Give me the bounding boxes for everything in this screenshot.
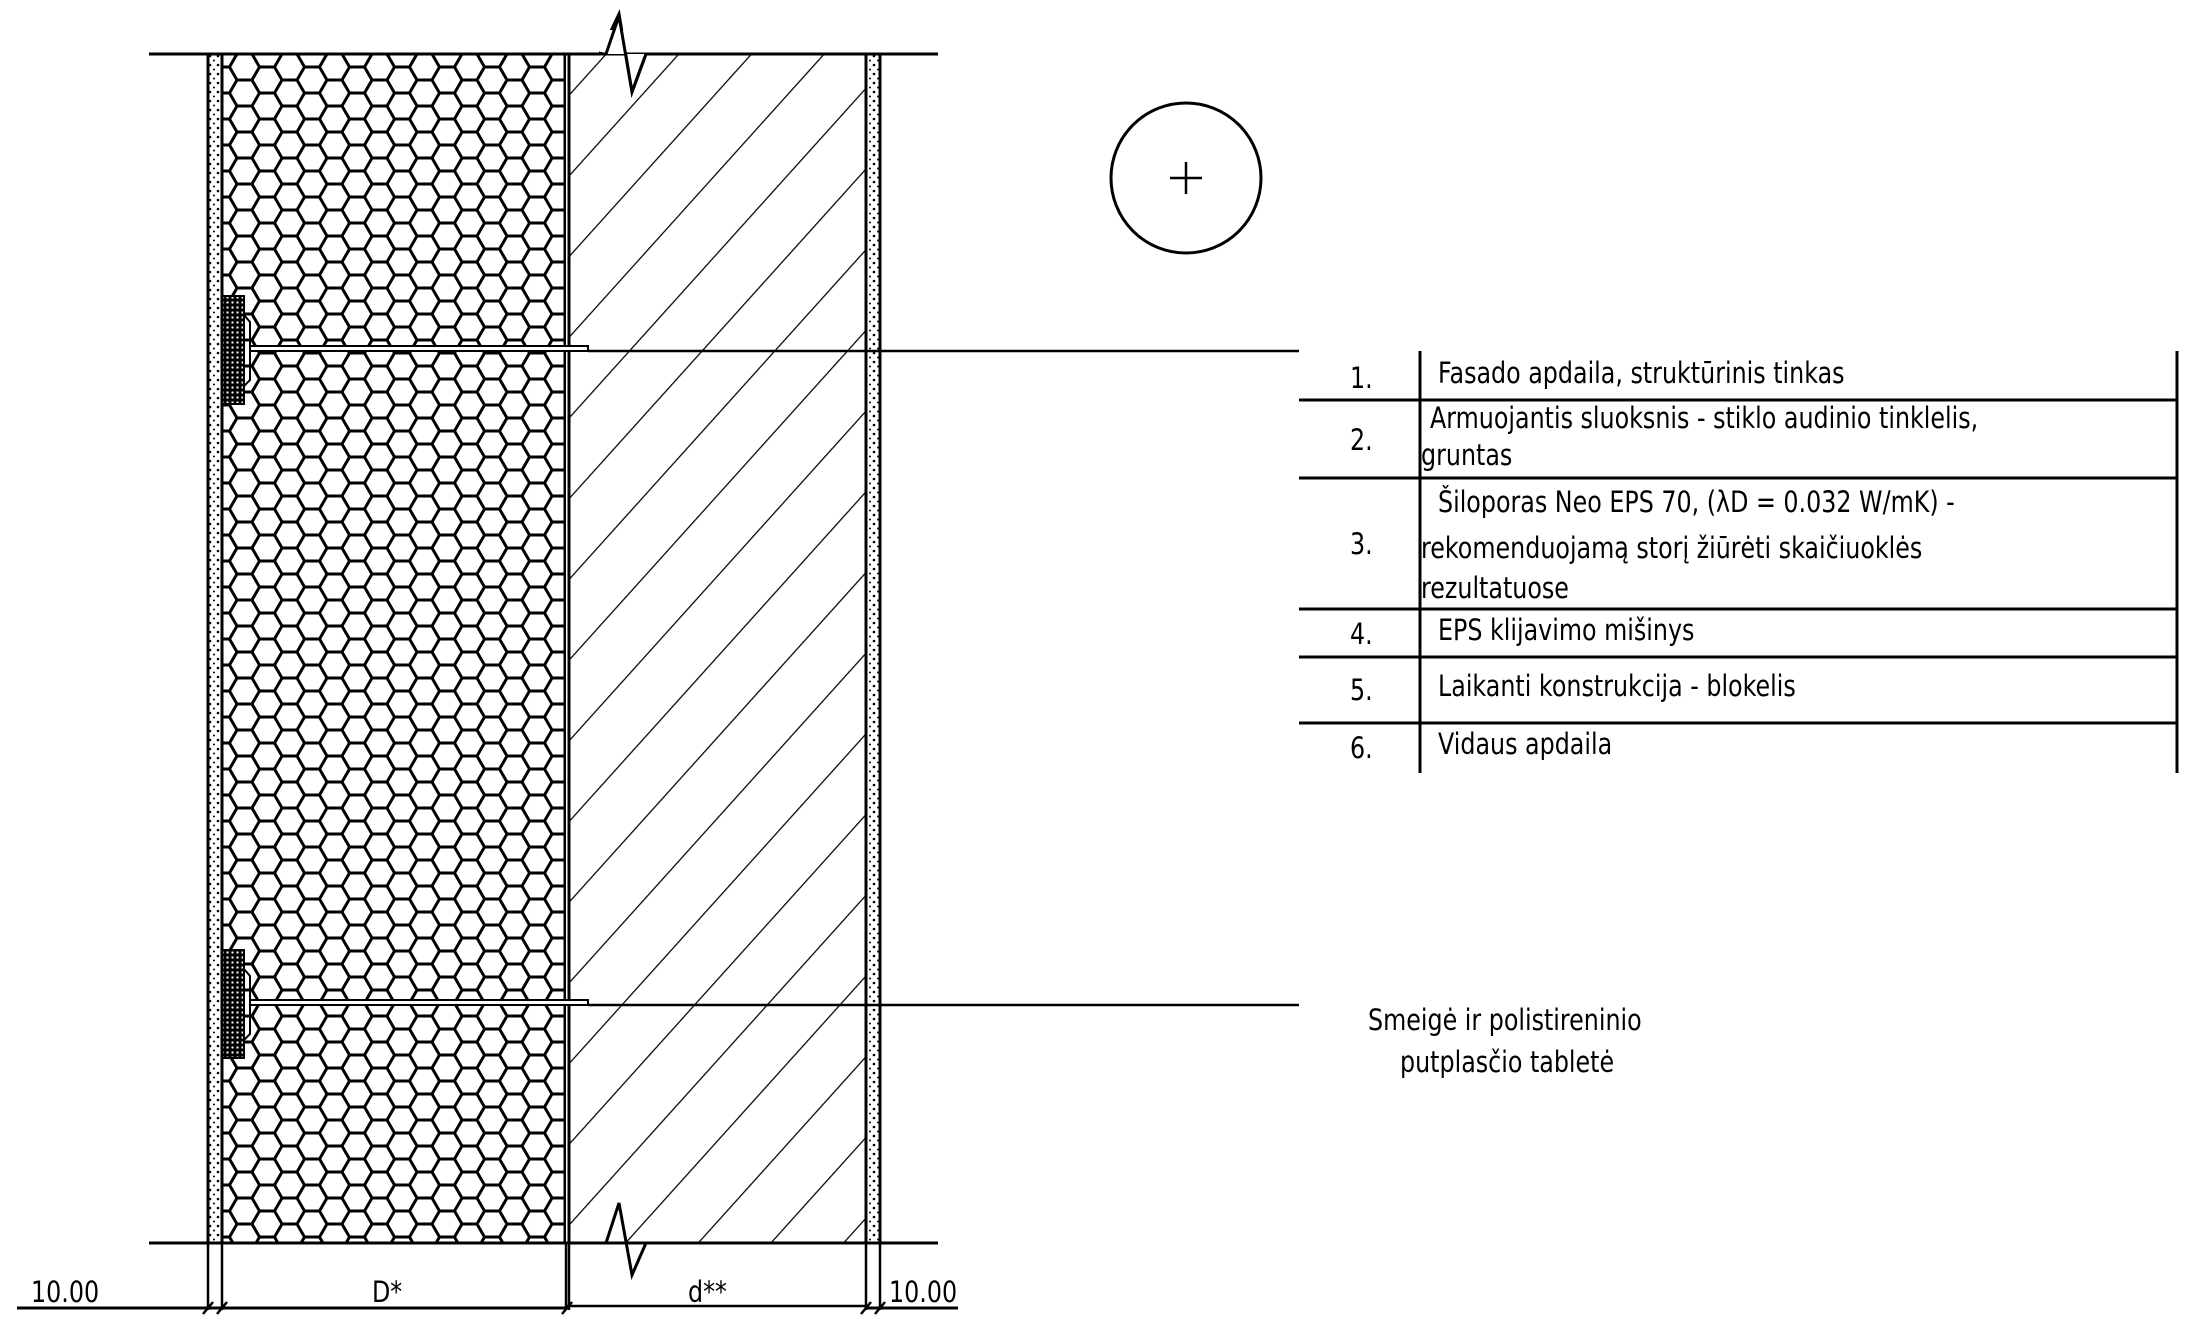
legend-num-3: 3. [1350,527,1373,561]
legend-text-3a: Šiloporas Neo EPS 70, (λD = 0.032 W/mK) … [1438,485,1955,519]
interior-finish-layer [864,52,882,1245]
break-line-bottom [149,1202,938,1286]
legend-text-3c: rezultatuose [1421,571,1569,605]
anchor-note-line-1: Smeigė ir polistireninio [1368,1003,1642,1037]
legend-text-2a: Armuojantis sluoksnis - stiklo audinio t… [1430,401,1979,435]
legend-text-2b: gruntas [1421,438,1513,472]
legend-text-3b: rekomenduojamą storį žiūrėti skaičiuoklė… [1421,531,1923,565]
legend-num-1: 1. [1350,361,1373,395]
anchor-bottom [221,949,589,1059]
eps-insulation-layer [220,52,567,1245]
legend-text-4: EPS klijavimo mišinys [1438,613,1695,647]
dimension-left: 10.00 [31,1275,100,1309]
legend-num-4: 4. [1350,617,1373,651]
legend-text-6: Vidaus apdaila [1438,727,1613,761]
masonry-wall-layer [567,52,868,1245]
section-marker-symbol [1109,101,1263,255]
dimension-right: 10.00 [889,1275,958,1309]
anchor-top [221,295,589,405]
anchor-note-line-2: putplasčio tabletė [1400,1045,1615,1079]
dimension-insulation: D* [372,1275,403,1309]
exterior-plaster-layer [206,52,224,1245]
dimension-lines [17,1243,958,1315]
legend-num-2: 2. [1350,423,1373,457]
dimension-wall: d** [688,1275,727,1309]
legend-table-grid [1299,351,2179,773]
legend-text-1: Fasado apdaila, struktūrinis tinkas [1438,356,1845,390]
legend-num-6: 6. [1350,731,1373,765]
legend-num-5: 5. [1350,673,1373,707]
legend-text-5: Laikanti konstrukcija - blokelis [1438,669,1796,703]
